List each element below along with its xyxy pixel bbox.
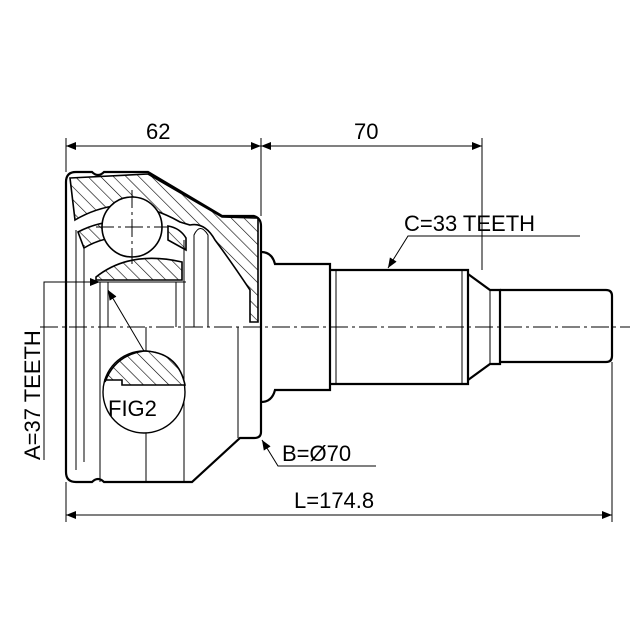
dim-62: 62	[146, 119, 170, 144]
joint-housing: FIG2	[64, 170, 263, 484]
dimensions: 62 70 L=174.8 C=33 TEETH B=Ø70 A=37 TEET…	[20, 119, 613, 522]
fig2-detail: FIG2	[102, 350, 186, 434]
fig2-label: FIG2	[108, 396, 157, 421]
dim-70: 70	[354, 119, 378, 144]
spline-outer-label: C=33 TEETH	[404, 211, 535, 236]
diameter-label: B=Ø70	[282, 441, 351, 466]
dim-total-length: L=174.8	[294, 488, 374, 513]
spline-inner-label: A=37 TEETH	[20, 330, 45, 460]
